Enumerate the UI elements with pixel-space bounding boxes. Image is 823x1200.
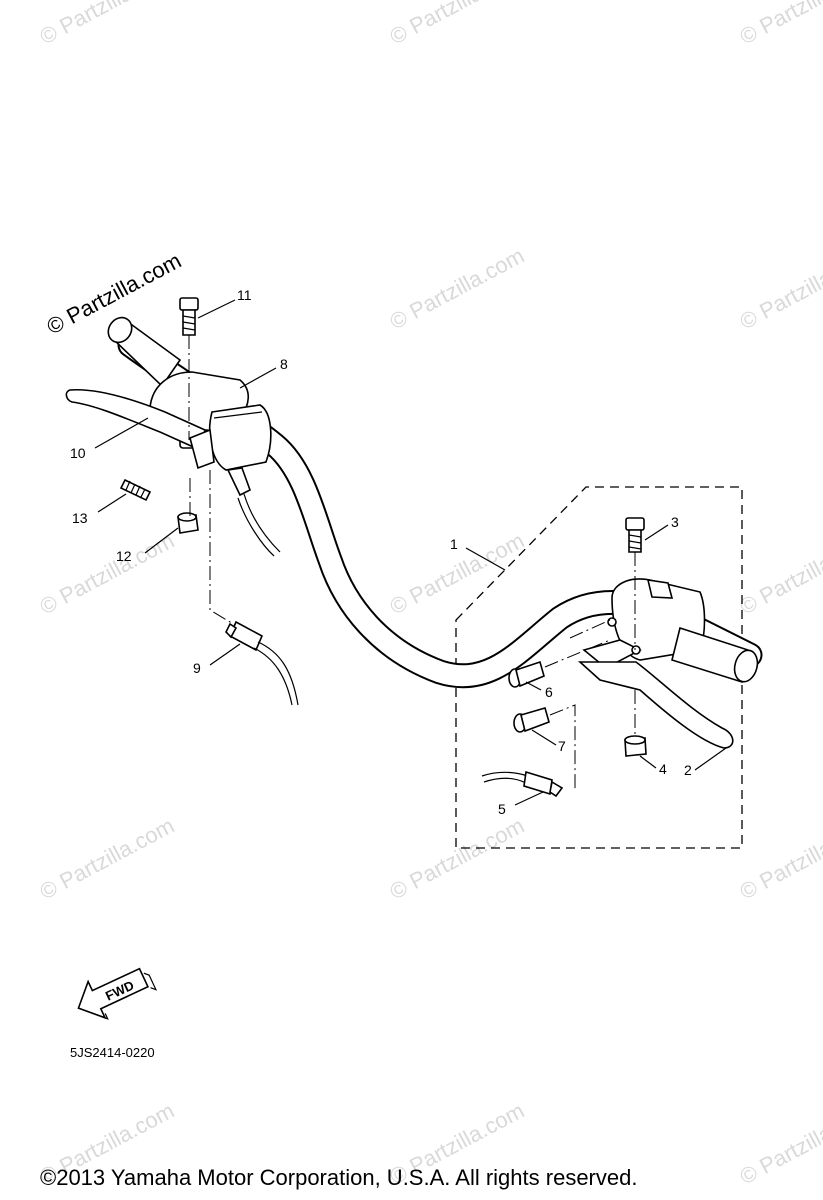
center-line bbox=[544, 619, 611, 790]
bolt-6 bbox=[508, 660, 545, 688]
nut-12 bbox=[177, 512, 199, 534]
copyright-notice: ©2013 Yamaha Motor Corporation, U.S.A. A… bbox=[40, 1165, 638, 1190]
fwd-arrow-icon: FWD bbox=[77, 967, 158, 1020]
callout-2: 2 bbox=[684, 762, 692, 778]
watermark-layer: © Partzilla.com © Partzilla.com © Partzi… bbox=[36, 0, 823, 1189]
watermark: © Partzilla.com bbox=[386, 813, 529, 905]
brake-lever-left bbox=[65, 388, 215, 470]
callout-labels: 1 2 3 4 5 6 7 8 9 10 11 12 13 bbox=[70, 287, 692, 817]
bolt-7 bbox=[513, 707, 550, 733]
callout-6: 6 bbox=[545, 684, 553, 700]
watermark: © Partzilla.com bbox=[36, 0, 179, 49]
watermark: © Partzilla.com bbox=[36, 813, 179, 905]
callout-8: 8 bbox=[280, 356, 288, 372]
leader-lines bbox=[94, 299, 727, 806]
callout-10: 10 bbox=[70, 445, 86, 461]
callout-7: 7 bbox=[558, 738, 566, 754]
cable-end-5 bbox=[481, 770, 564, 798]
callout-4: 4 bbox=[659, 761, 667, 777]
callout-11: 11 bbox=[237, 287, 252, 303]
bolt-3 bbox=[625, 517, 645, 553]
watermark: © Partzilla.com bbox=[386, 0, 529, 49]
right-grip bbox=[671, 626, 759, 684]
watermark: © Partzilla.com bbox=[736, 813, 823, 905]
watermark: © Partzilla.com bbox=[386, 243, 529, 335]
diagram-code: 5JS2414-0220 bbox=[70, 1045, 155, 1060]
callout-13: 13 bbox=[72, 510, 88, 526]
master-cylinder bbox=[149, 371, 281, 557]
bolt-11 bbox=[179, 297, 199, 336]
watermark: © Partzilla.com bbox=[736, 1098, 823, 1190]
watermark: © Partzilla.com bbox=[36, 528, 179, 620]
callout-5: 5 bbox=[498, 801, 506, 817]
watermark: © Partzilla.com bbox=[736, 528, 823, 620]
watermark: © Partzilla.com bbox=[736, 0, 823, 49]
spring-13 bbox=[119, 478, 152, 502]
lever-right bbox=[577, 661, 734, 749]
watermark: © Partzilla.com bbox=[736, 243, 823, 335]
callout-9: 9 bbox=[193, 660, 201, 676]
left-grip bbox=[107, 316, 182, 388]
assembly-boundary bbox=[455, 486, 743, 849]
callout-12: 12 bbox=[116, 548, 132, 564]
cable-end-9 bbox=[225, 620, 299, 706]
callout-3: 3 bbox=[671, 514, 679, 530]
center-line bbox=[189, 470, 236, 626]
callout-1: 1 bbox=[450, 536, 458, 552]
nut-4 bbox=[624, 735, 647, 757]
